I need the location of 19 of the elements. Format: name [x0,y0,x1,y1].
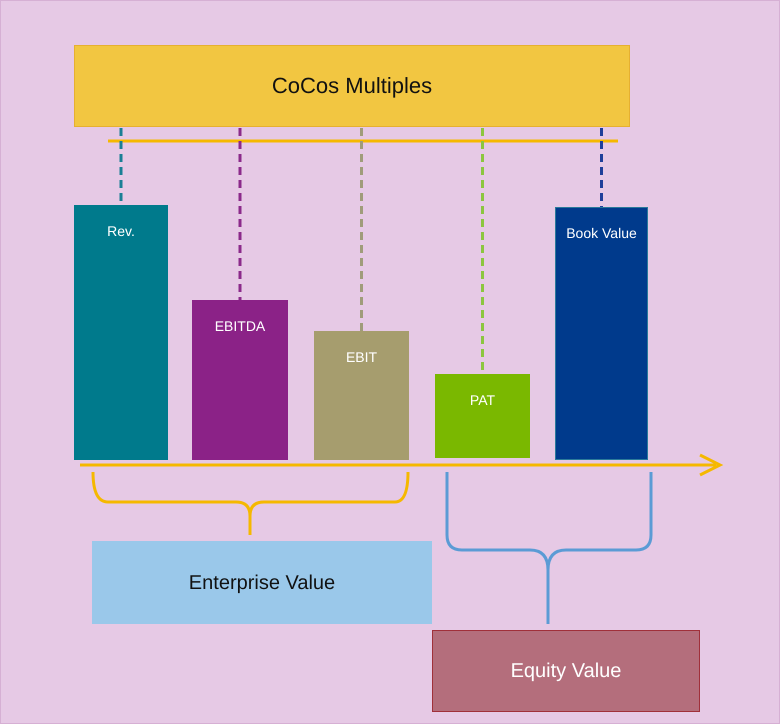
value-box [432,630,700,712]
node-label: Enterprise Value [188,570,336,596]
bar [555,207,648,460]
node-label: PAT [470,391,496,410]
value-box [92,541,432,624]
title-box [74,45,630,127]
node-label: Book Value [566,224,637,243]
bar [435,374,530,458]
bar [314,331,409,460]
dashed-connector [600,128,603,207]
node-label: CoCos Multiples [272,72,432,100]
node-label: Equity Value [510,659,622,684]
dashed-connector [238,128,242,300]
node-label: EBIT [346,348,378,367]
bar [192,300,288,460]
dashed-connector [360,128,363,331]
node-label: Rev. [107,222,135,241]
node-label: EBITDA [214,317,266,336]
bar [74,205,168,460]
